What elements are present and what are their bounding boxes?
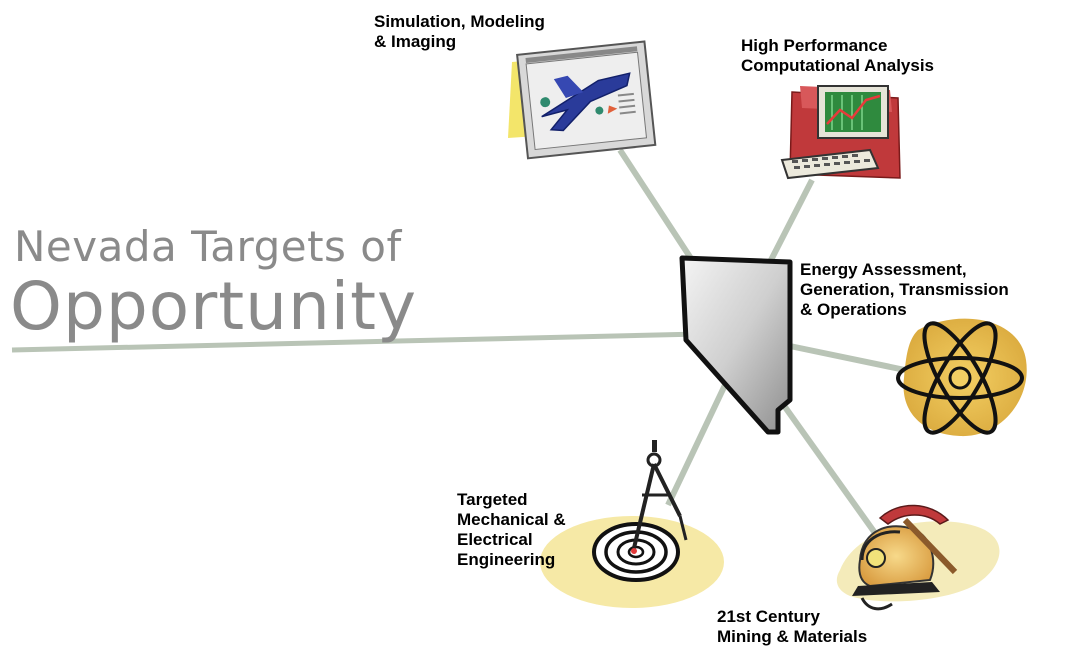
title-line-1: Nevada Targets of xyxy=(14,222,402,271)
spoke-mining xyxy=(777,398,883,542)
label-mining: 21st Century Mining & Materials xyxy=(717,607,868,646)
atom-icon xyxy=(896,318,1027,437)
spoke-energy xyxy=(784,342,906,373)
spoke-engineering xyxy=(665,383,728,507)
spoke-hpc xyxy=(767,178,815,264)
label-hpc: High Performance Computational Analysis xyxy=(741,36,935,75)
computer-chart-icon xyxy=(780,85,901,180)
airplane-blueprint-icon xyxy=(508,40,657,160)
label-energy: Energy Assessment, Generation, Transmiss… xyxy=(800,260,1009,319)
nevada-state-icon xyxy=(679,255,793,435)
label-engineering: Targeted Mechanical & Electrical Enginee… xyxy=(457,490,566,569)
miner-helmet-pickaxe-icon xyxy=(836,504,1000,611)
spoke-simulation xyxy=(617,148,695,262)
spoke-title xyxy=(11,331,701,353)
label-simulation: Simulation, Modeling & Imaging xyxy=(374,12,545,51)
spokes xyxy=(11,148,906,542)
compass-target-icon xyxy=(540,440,724,608)
title-line-2: Opportunity xyxy=(10,268,418,345)
